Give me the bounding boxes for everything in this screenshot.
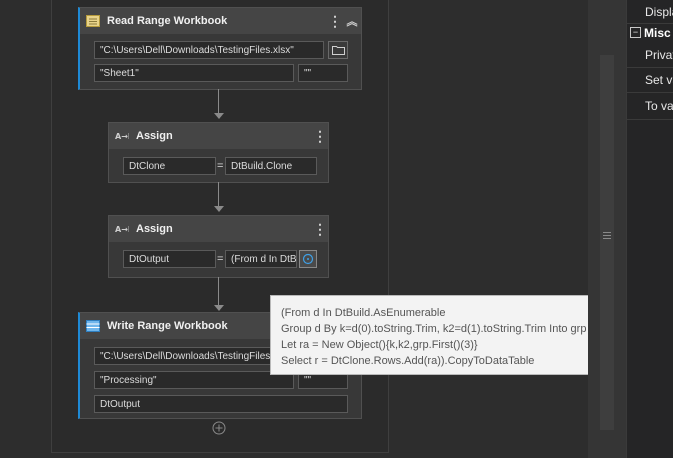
scrollbar-thumb[interactable] — [600, 55, 614, 430]
property-row-display[interactable]: Displa — [627, 0, 673, 24]
assign-to-field[interactable]: DtOutput — [123, 250, 216, 268]
divider — [627, 92, 673, 93]
grip-icon — [603, 232, 611, 240]
equals-sign: = — [217, 253, 224, 265]
collapse-toggle-icon[interactable]: − — [630, 27, 641, 38]
misc-category[interactable]: − Misc — [627, 24, 673, 42]
divider — [627, 23, 673, 24]
expression-editor-icon — [302, 253, 314, 265]
connector-line — [218, 277, 219, 305]
range-field[interactable]: "" — [298, 64, 348, 82]
properties-panel: Displa − Misc Privat Set va To va — [626, 0, 673, 458]
activity-header[interactable]: Read Range Workbook ⋮ ︽ — [80, 8, 361, 34]
expression-editor-button[interactable] — [299, 250, 317, 268]
write-range-icon — [86, 320, 100, 332]
kebab-menu-icon[interactable]: ⋮ — [328, 12, 342, 29]
browse-folder-button[interactable] — [328, 41, 348, 59]
svg-text:A→B: A→B — [115, 225, 129, 234]
connector-line — [218, 89, 219, 113]
activity-title: Assign — [136, 223, 173, 235]
assign-value-field[interactable]: DtBuild.Clone — [225, 157, 317, 175]
activity-header[interactable]: A→B Assign ⋮ — [109, 216, 328, 242]
workbook-path-field[interactable]: "C:\Users\Dell\Downloads\TestingFiles.xl… — [94, 41, 324, 59]
read-range-workbook-activity[interactable]: Read Range Workbook ⋮ ︽ "C:\Users\Dell\D… — [78, 7, 362, 90]
tooltip-line: Group d By k=d(0).toString.Trim, k2=d(1)… — [281, 323, 630, 335]
divider — [627, 119, 673, 120]
folder-icon — [332, 46, 345, 55]
kebab-menu-icon[interactable]: ⋮ — [313, 127, 327, 144]
divider — [627, 67, 673, 68]
category-label: Misc — [644, 26, 671, 40]
sheet-name-field[interactable]: "Sheet1" — [94, 64, 294, 82]
property-label: To va — [645, 99, 673, 113]
activity-title: Write Range Workbook — [107, 320, 228, 332]
assign-value-field[interactable]: (From d In DtB — [225, 250, 297, 268]
tooltip-line: (From d In DtBuild.AsEnumerable — [281, 307, 446, 319]
assign-activity-2[interactable]: A→B Assign ⋮ DtOutput = (From d In DtB — [108, 215, 329, 278]
connector-line — [218, 182, 219, 206]
activity-title: Assign — [136, 130, 173, 142]
read-range-icon — [86, 15, 100, 27]
tooltip-line: Let ra = New Object(){k,k2,grp.First()(3… — [281, 339, 478, 351]
property-row-set-value[interactable]: Set va — [627, 68, 673, 92]
datatable-field[interactable]: DtOutput — [94, 395, 348, 413]
assign-icon: A→B — [115, 225, 129, 234]
equals-sign: = — [217, 160, 224, 172]
property-label: Privat — [645, 48, 673, 62]
connector-arrow — [214, 206, 224, 212]
property-label: Displa — [645, 5, 673, 19]
tooltip-line: Select r = DtClone.Rows.Add(ra)).CopyToD… — [281, 355, 535, 367]
add-activity-icon[interactable] — [212, 421, 226, 435]
collapse-icon[interactable]: ︽ — [346, 16, 358, 28]
connector-arrow — [214, 113, 224, 119]
property-row-private[interactable]: Privat — [627, 43, 673, 67]
assign-to-field[interactable]: DtClone — [123, 157, 216, 175]
kebab-menu-icon[interactable]: ⋮ — [313, 220, 327, 237]
connector-arrow — [214, 305, 224, 311]
activity-header[interactable]: A→B Assign ⋮ — [109, 123, 328, 149]
workflow-canvas[interactable]: Read Range Workbook ⋮ ︽ "C:\Users\Dell\D… — [0, 0, 588, 458]
property-row-to-value[interactable]: To va — [627, 94, 673, 118]
activity-title: Read Range Workbook — [107, 15, 228, 27]
sheet-name-field[interactable]: "Processing" — [94, 371, 294, 389]
assign-activity-1[interactable]: A→B Assign ⋮ DtClone = DtBuild.Clone — [108, 122, 329, 183]
svg-text:A→B: A→B — [115, 132, 129, 141]
property-label: Set va — [645, 73, 673, 87]
assign-icon: A→B — [115, 132, 129, 141]
